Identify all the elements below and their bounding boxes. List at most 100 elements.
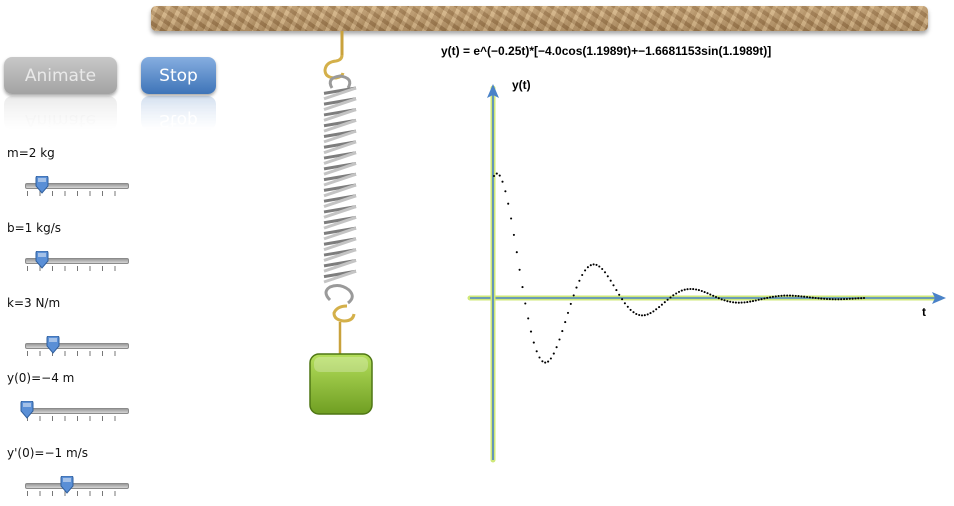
curve-point xyxy=(714,295,718,299)
curve-point xyxy=(649,312,652,315)
curve-point xyxy=(806,295,809,299)
curve-point xyxy=(564,321,567,324)
curve-point xyxy=(626,305,629,308)
curve-point xyxy=(547,360,550,363)
curve-point xyxy=(845,297,848,301)
curve-point xyxy=(771,295,774,298)
displacement-curve xyxy=(492,172,866,364)
curve-point xyxy=(732,301,735,304)
curve-point xyxy=(723,299,726,302)
curve-point xyxy=(823,297,826,300)
curve-point xyxy=(592,263,595,266)
curve-point xyxy=(655,308,658,311)
curve-point xyxy=(751,300,755,303)
mass-slider-thumb[interactable] xyxy=(35,176,49,194)
curve-point xyxy=(831,298,834,301)
curve-point xyxy=(498,174,501,177)
curve-point xyxy=(734,301,737,304)
curve-point xyxy=(794,294,797,297)
curve-point xyxy=(851,297,854,300)
curve-point xyxy=(763,297,766,300)
curve-point xyxy=(808,296,811,299)
curve-point xyxy=(527,317,530,320)
curve-point xyxy=(791,294,794,297)
curve-point xyxy=(603,271,607,274)
curve-point xyxy=(501,180,504,183)
stop-button[interactable]: Stop xyxy=(141,57,216,94)
curve-point xyxy=(532,341,535,344)
damping-label: b=1 kg/s xyxy=(7,221,61,235)
curve-point xyxy=(658,306,661,309)
curve-point xyxy=(515,251,518,254)
curve-point xyxy=(601,267,604,271)
curve-point xyxy=(640,314,644,317)
curve-point xyxy=(581,273,584,277)
stiffness-slider-thumb[interactable] xyxy=(46,336,60,354)
curve-point xyxy=(788,294,792,297)
curve-point xyxy=(746,301,749,304)
curve-point xyxy=(510,217,513,220)
curve-point xyxy=(669,296,672,299)
curve-point xyxy=(754,299,757,302)
curve-point xyxy=(706,292,709,295)
curve-point xyxy=(683,288,686,291)
animate-button[interactable]: Animate xyxy=(4,57,117,94)
initial-position-slider-thumb[interactable] xyxy=(20,401,34,419)
curve-point xyxy=(598,265,601,268)
y-axis-arrow-icon xyxy=(487,84,499,98)
curve-point xyxy=(726,300,729,303)
curve-point xyxy=(860,297,863,300)
curve-point xyxy=(595,263,598,266)
curve-point xyxy=(609,279,612,282)
curve-point xyxy=(672,294,675,297)
damping-slider[interactable] xyxy=(25,251,129,273)
initial-velocity-slider-thumb[interactable] xyxy=(60,476,74,494)
curve-point xyxy=(561,330,564,333)
initial-velocity-label: y'(0)=−1 m/s xyxy=(7,446,88,460)
curve-point xyxy=(518,268,521,271)
curve-point xyxy=(743,301,746,304)
curve-point xyxy=(663,301,666,304)
damping-slider-thumb[interactable] xyxy=(35,251,49,269)
curve-point xyxy=(857,297,860,300)
stiffness-slider[interactable] xyxy=(25,336,129,358)
curve-point xyxy=(703,291,706,294)
curve-point xyxy=(692,288,695,291)
curve-point xyxy=(720,298,723,301)
curve-point xyxy=(760,298,763,301)
curve-point xyxy=(712,294,715,297)
mass-slider[interactable] xyxy=(25,176,129,198)
curve-point xyxy=(586,266,589,269)
curve-point xyxy=(800,295,803,298)
initial-position-label: y(0)=−4 m xyxy=(7,371,75,385)
curve-point xyxy=(811,296,814,299)
curve-point xyxy=(695,288,698,291)
curve-point xyxy=(589,264,592,267)
curve-point xyxy=(629,308,632,311)
curve-point xyxy=(834,298,837,301)
curve-point xyxy=(504,190,507,193)
curve-point xyxy=(612,284,615,287)
curve-point xyxy=(618,293,621,296)
curve-point xyxy=(615,289,618,292)
curve-point xyxy=(541,360,544,363)
initial-position-slider[interactable] xyxy=(20,401,129,423)
curve-point xyxy=(825,297,829,301)
curve-point xyxy=(512,233,515,236)
curve-point xyxy=(766,296,769,299)
curve-point xyxy=(652,310,655,313)
initial-velocity-slider[interactable] xyxy=(25,476,129,498)
curve-point xyxy=(529,330,533,333)
curve-point xyxy=(643,314,646,317)
curve-point xyxy=(729,300,732,303)
curve-point xyxy=(507,202,510,205)
stiffness-label: k=3 N/m xyxy=(7,296,61,310)
curve-point xyxy=(783,294,786,297)
curve-point xyxy=(803,295,806,298)
curve-point xyxy=(666,298,669,301)
curve-point xyxy=(569,302,572,305)
curve-point xyxy=(862,296,866,300)
curve-point xyxy=(848,297,851,300)
curve-point xyxy=(686,288,689,291)
